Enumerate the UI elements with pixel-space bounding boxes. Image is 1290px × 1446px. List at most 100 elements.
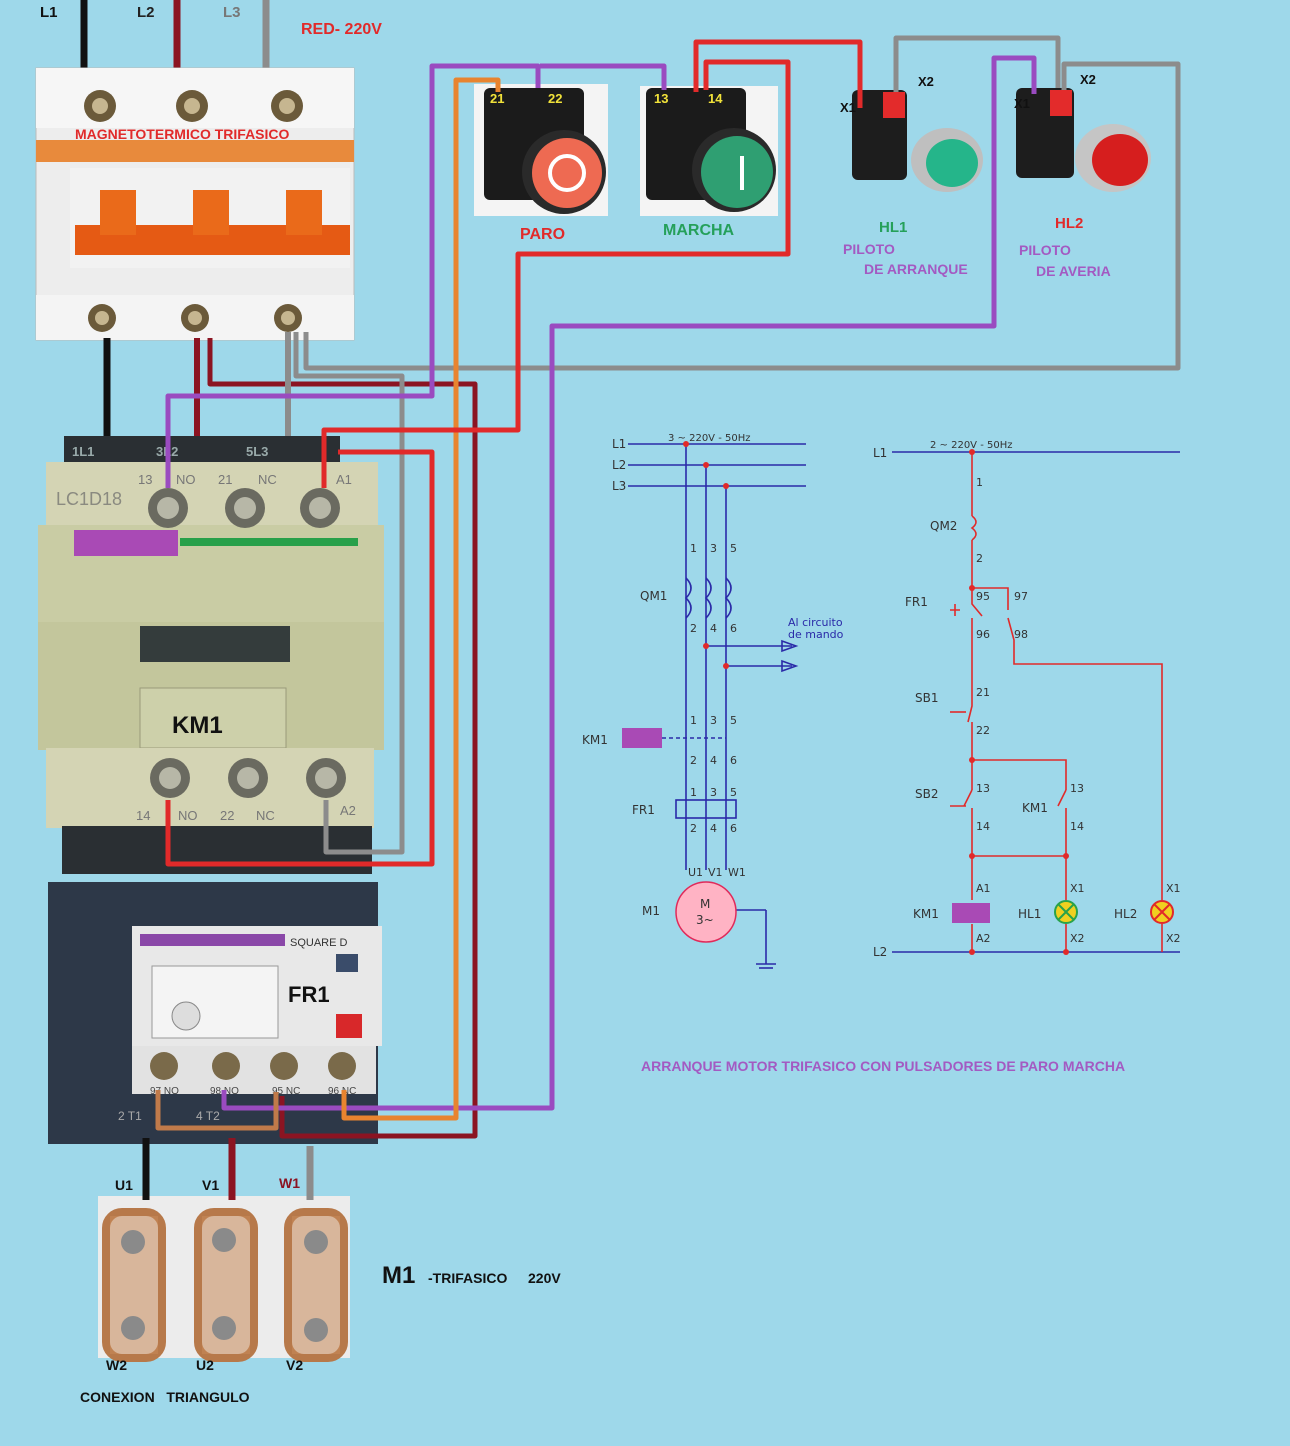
km1-top-d: NC bbox=[258, 472, 277, 487]
motor-name: M1 bbox=[382, 1262, 415, 1289]
start-button bbox=[640, 86, 778, 216]
cs-node-hl1 bbox=[1063, 853, 1069, 859]
fr1-name: FR1 bbox=[288, 982, 330, 1007]
cs-a2: A2 bbox=[976, 932, 991, 945]
cs-qm2: QM2 bbox=[930, 519, 957, 533]
km1-top-e: A1 bbox=[336, 472, 352, 487]
contactor-km1 bbox=[38, 436, 384, 874]
ps-l2: L2 bbox=[612, 458, 626, 472]
cs-node-l2b bbox=[1063, 949, 1069, 955]
cs-fr1: FR1 bbox=[905, 595, 928, 609]
ps-w1: W1 bbox=[728, 866, 746, 879]
ps-to-control-1: Al circuito bbox=[788, 616, 843, 629]
cs-node-l2a bbox=[969, 949, 975, 955]
ps-qm-n3: 3 bbox=[710, 542, 717, 555]
ps-km-n6: 6 bbox=[730, 754, 737, 767]
pilot-hl1 bbox=[852, 90, 983, 192]
motor-v2: V2 bbox=[286, 1357, 303, 1373]
ps-node-l3 bbox=[723, 483, 729, 489]
ps-node-out2 bbox=[723, 663, 729, 669]
km1-top-b: NO bbox=[176, 472, 196, 487]
hl1-x2: X2 bbox=[918, 74, 934, 89]
stop-t1: 21 bbox=[490, 91, 504, 106]
motor-v1: V1 bbox=[202, 1177, 219, 1193]
start-label: MARCHA bbox=[663, 222, 735, 239]
ps-km1-coil bbox=[622, 728, 662, 748]
ps-motor-sub: 3~ bbox=[696, 913, 714, 927]
supply-lines bbox=[80, 0, 270, 78]
cs-supply: 2 ~ 220V - 50Hz bbox=[930, 440, 1013, 451]
cs-sb2: SB2 bbox=[915, 787, 938, 801]
ps-fr1: FR1 bbox=[632, 803, 655, 817]
ps-fr-n6: 6 bbox=[730, 822, 737, 835]
ps-qm-n1: 1 bbox=[690, 542, 697, 555]
ps-qm-n5: 5 bbox=[730, 542, 737, 555]
ps-km-n5: 5 bbox=[730, 714, 737, 727]
motor-desc: -TRIFASICO bbox=[428, 1270, 507, 1286]
breaker bbox=[35, 67, 355, 341]
cs-sb2-n13: 13 bbox=[976, 782, 990, 795]
ps-l1: L1 bbox=[612, 437, 626, 451]
hl2-name: HL2 bbox=[1055, 215, 1083, 232]
ps-km1: KM1 bbox=[582, 733, 608, 747]
cs-n2: 2 bbox=[976, 552, 983, 565]
relay-fr1 bbox=[48, 882, 382, 1144]
cs-node-sb2-top bbox=[969, 757, 975, 763]
ps-qm1: QM1 bbox=[640, 589, 667, 603]
cs-node-sb2-bot bbox=[969, 853, 975, 859]
cs-l2: L2 bbox=[873, 945, 887, 959]
ps-fr-n3: 3 bbox=[710, 786, 717, 799]
cs-node-top bbox=[969, 449, 975, 455]
hl2-line1: PILOTO bbox=[1019, 242, 1071, 258]
cs-sb1: SB1 bbox=[915, 691, 938, 705]
cs-sb2-n14: 14 bbox=[976, 820, 990, 833]
network-label: RED- 220V bbox=[301, 21, 382, 38]
ps-qm-n2: 2 bbox=[690, 622, 697, 635]
cs-hl2-label: HL2 bbox=[1114, 907, 1137, 921]
ps-km-n1: 1 bbox=[690, 714, 697, 727]
pilot-hl2 bbox=[1016, 88, 1151, 192]
cs-hl2-cross bbox=[1153, 903, 1171, 921]
ps-motor bbox=[675, 881, 737, 943]
fr1-c1: 97 NO bbox=[150, 1086, 179, 1097]
ps-u1: U1 bbox=[688, 866, 703, 879]
ps-node-l1 bbox=[683, 441, 689, 447]
motor-u2: U2 bbox=[196, 1357, 214, 1373]
motor-u1: U1 bbox=[115, 1177, 133, 1193]
km1-bot-a: 14 bbox=[136, 808, 150, 823]
cs-km-n14: 14 bbox=[1070, 820, 1084, 833]
cs-hl1-cross bbox=[1057, 903, 1075, 921]
fr1-t2: 4 T2 bbox=[196, 1109, 220, 1123]
km1-top-a: 13 bbox=[138, 472, 152, 487]
cs-km1-label: KM1 bbox=[913, 907, 939, 921]
hl1-name: HL1 bbox=[879, 219, 907, 236]
cs-n21: 21 bbox=[976, 686, 990, 699]
cs-hl1-label: HL1 bbox=[1018, 907, 1041, 921]
cs-node-fr bbox=[969, 585, 975, 591]
line-l1-label: L1 bbox=[40, 4, 58, 21]
ps-fr-n2: 2 bbox=[690, 822, 697, 835]
cs-a1: A1 bbox=[976, 882, 991, 895]
stop-t2: 22 bbox=[548, 91, 562, 106]
ps-km-n2: 2 bbox=[690, 754, 697, 767]
km1-t3: 5L3 bbox=[246, 444, 268, 459]
cs-hl2-x1: X1 bbox=[1166, 882, 1181, 895]
motor-w2: W2 bbox=[106, 1357, 127, 1373]
hl2-line2: DE AVERIA bbox=[1036, 263, 1111, 279]
ps-fr-n1: 1 bbox=[690, 786, 697, 799]
km1-bot-b: NO bbox=[178, 808, 198, 823]
motor-w1: W1 bbox=[279, 1175, 300, 1191]
ps-to-control-2: de mando bbox=[788, 628, 844, 641]
motor-voltage: 220V bbox=[528, 1270, 561, 1286]
line-l2-label: L2 bbox=[137, 4, 155, 21]
control-schematic bbox=[892, 451, 1180, 953]
km1-top-c: 21 bbox=[218, 472, 232, 487]
line-l3-label: L3 bbox=[223, 4, 241, 21]
motor-terminal-box bbox=[98, 1196, 350, 1362]
cs-km1-contact: KM1 bbox=[1022, 801, 1048, 815]
ps-qm-n6: 6 bbox=[730, 622, 737, 635]
km1-model: LC1D18 bbox=[56, 489, 122, 509]
ps-km-n4: 4 bbox=[710, 754, 717, 767]
ps-km-n3: 3 bbox=[710, 714, 717, 727]
